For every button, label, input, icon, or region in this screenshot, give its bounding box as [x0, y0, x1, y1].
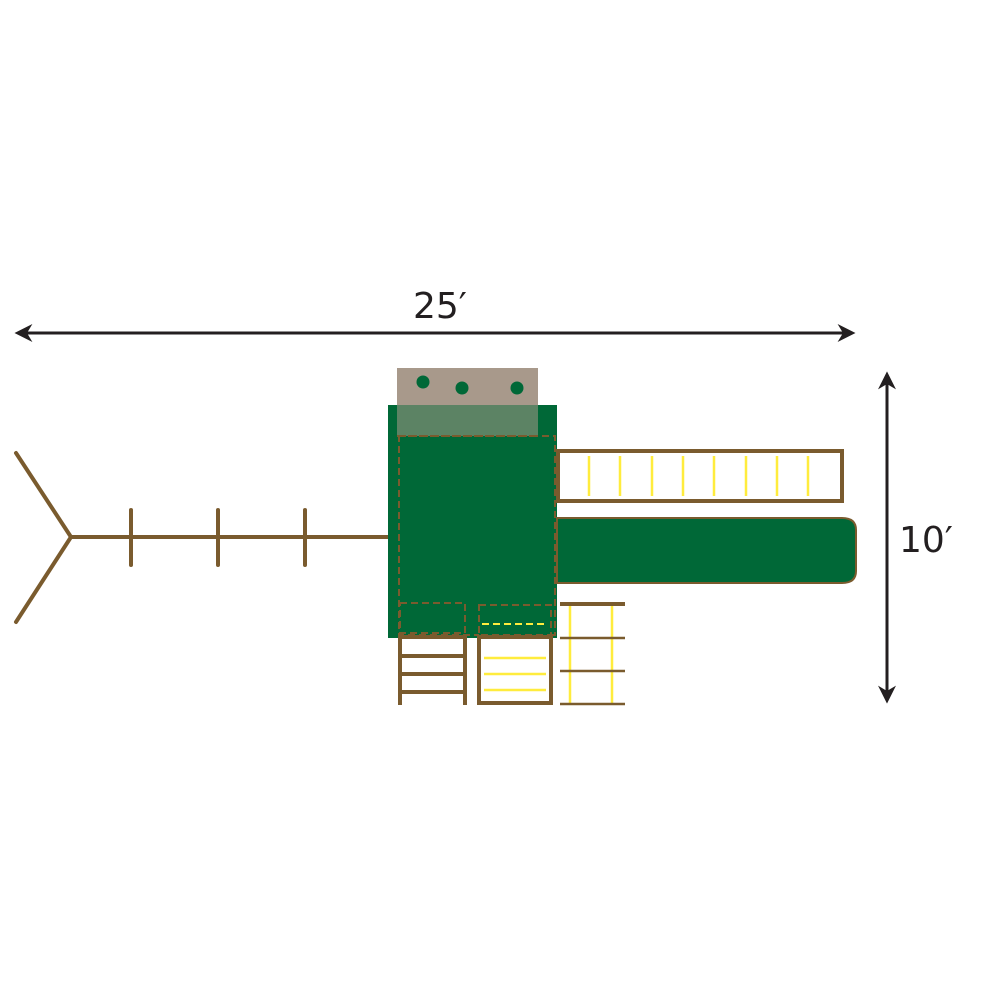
yellow-rung-ladder: [477, 604, 553, 705]
width-dimension: 25′: [14, 286, 856, 342]
slide-bed: [556, 517, 857, 584]
side-ladder: [560, 602, 625, 706]
main-deck: [388, 405, 557, 638]
wood-ladder: [398, 602, 467, 705]
ladder-frame: [556, 449, 844, 503]
porthole-2: [455, 381, 469, 395]
a-frame-leg-bottom: [14, 535, 73, 624]
slide: [556, 517, 857, 584]
depth-dimension: 10′: [878, 371, 953, 704]
width-label: 25′: [413, 286, 467, 327]
yellow-ladder-rungs: [484, 656, 546, 692]
canopy-overlap: [397, 405, 538, 436]
a-frame-leg-top: [14, 451, 73, 539]
swing-beam: [14, 451, 390, 624]
yellow-ladder-frame: [477, 635, 553, 705]
porthole-1: [416, 375, 430, 389]
deck-platform: [388, 405, 557, 638]
ladder-rungs: [587, 456, 810, 496]
porthole-3: [510, 381, 524, 395]
wood-ladder-dashed-top: [399, 602, 466, 634]
horizontal-ladder: [556, 449, 844, 503]
depth-label: 10′: [899, 520, 953, 561]
yellow-ladder-upper: [478, 604, 552, 636]
